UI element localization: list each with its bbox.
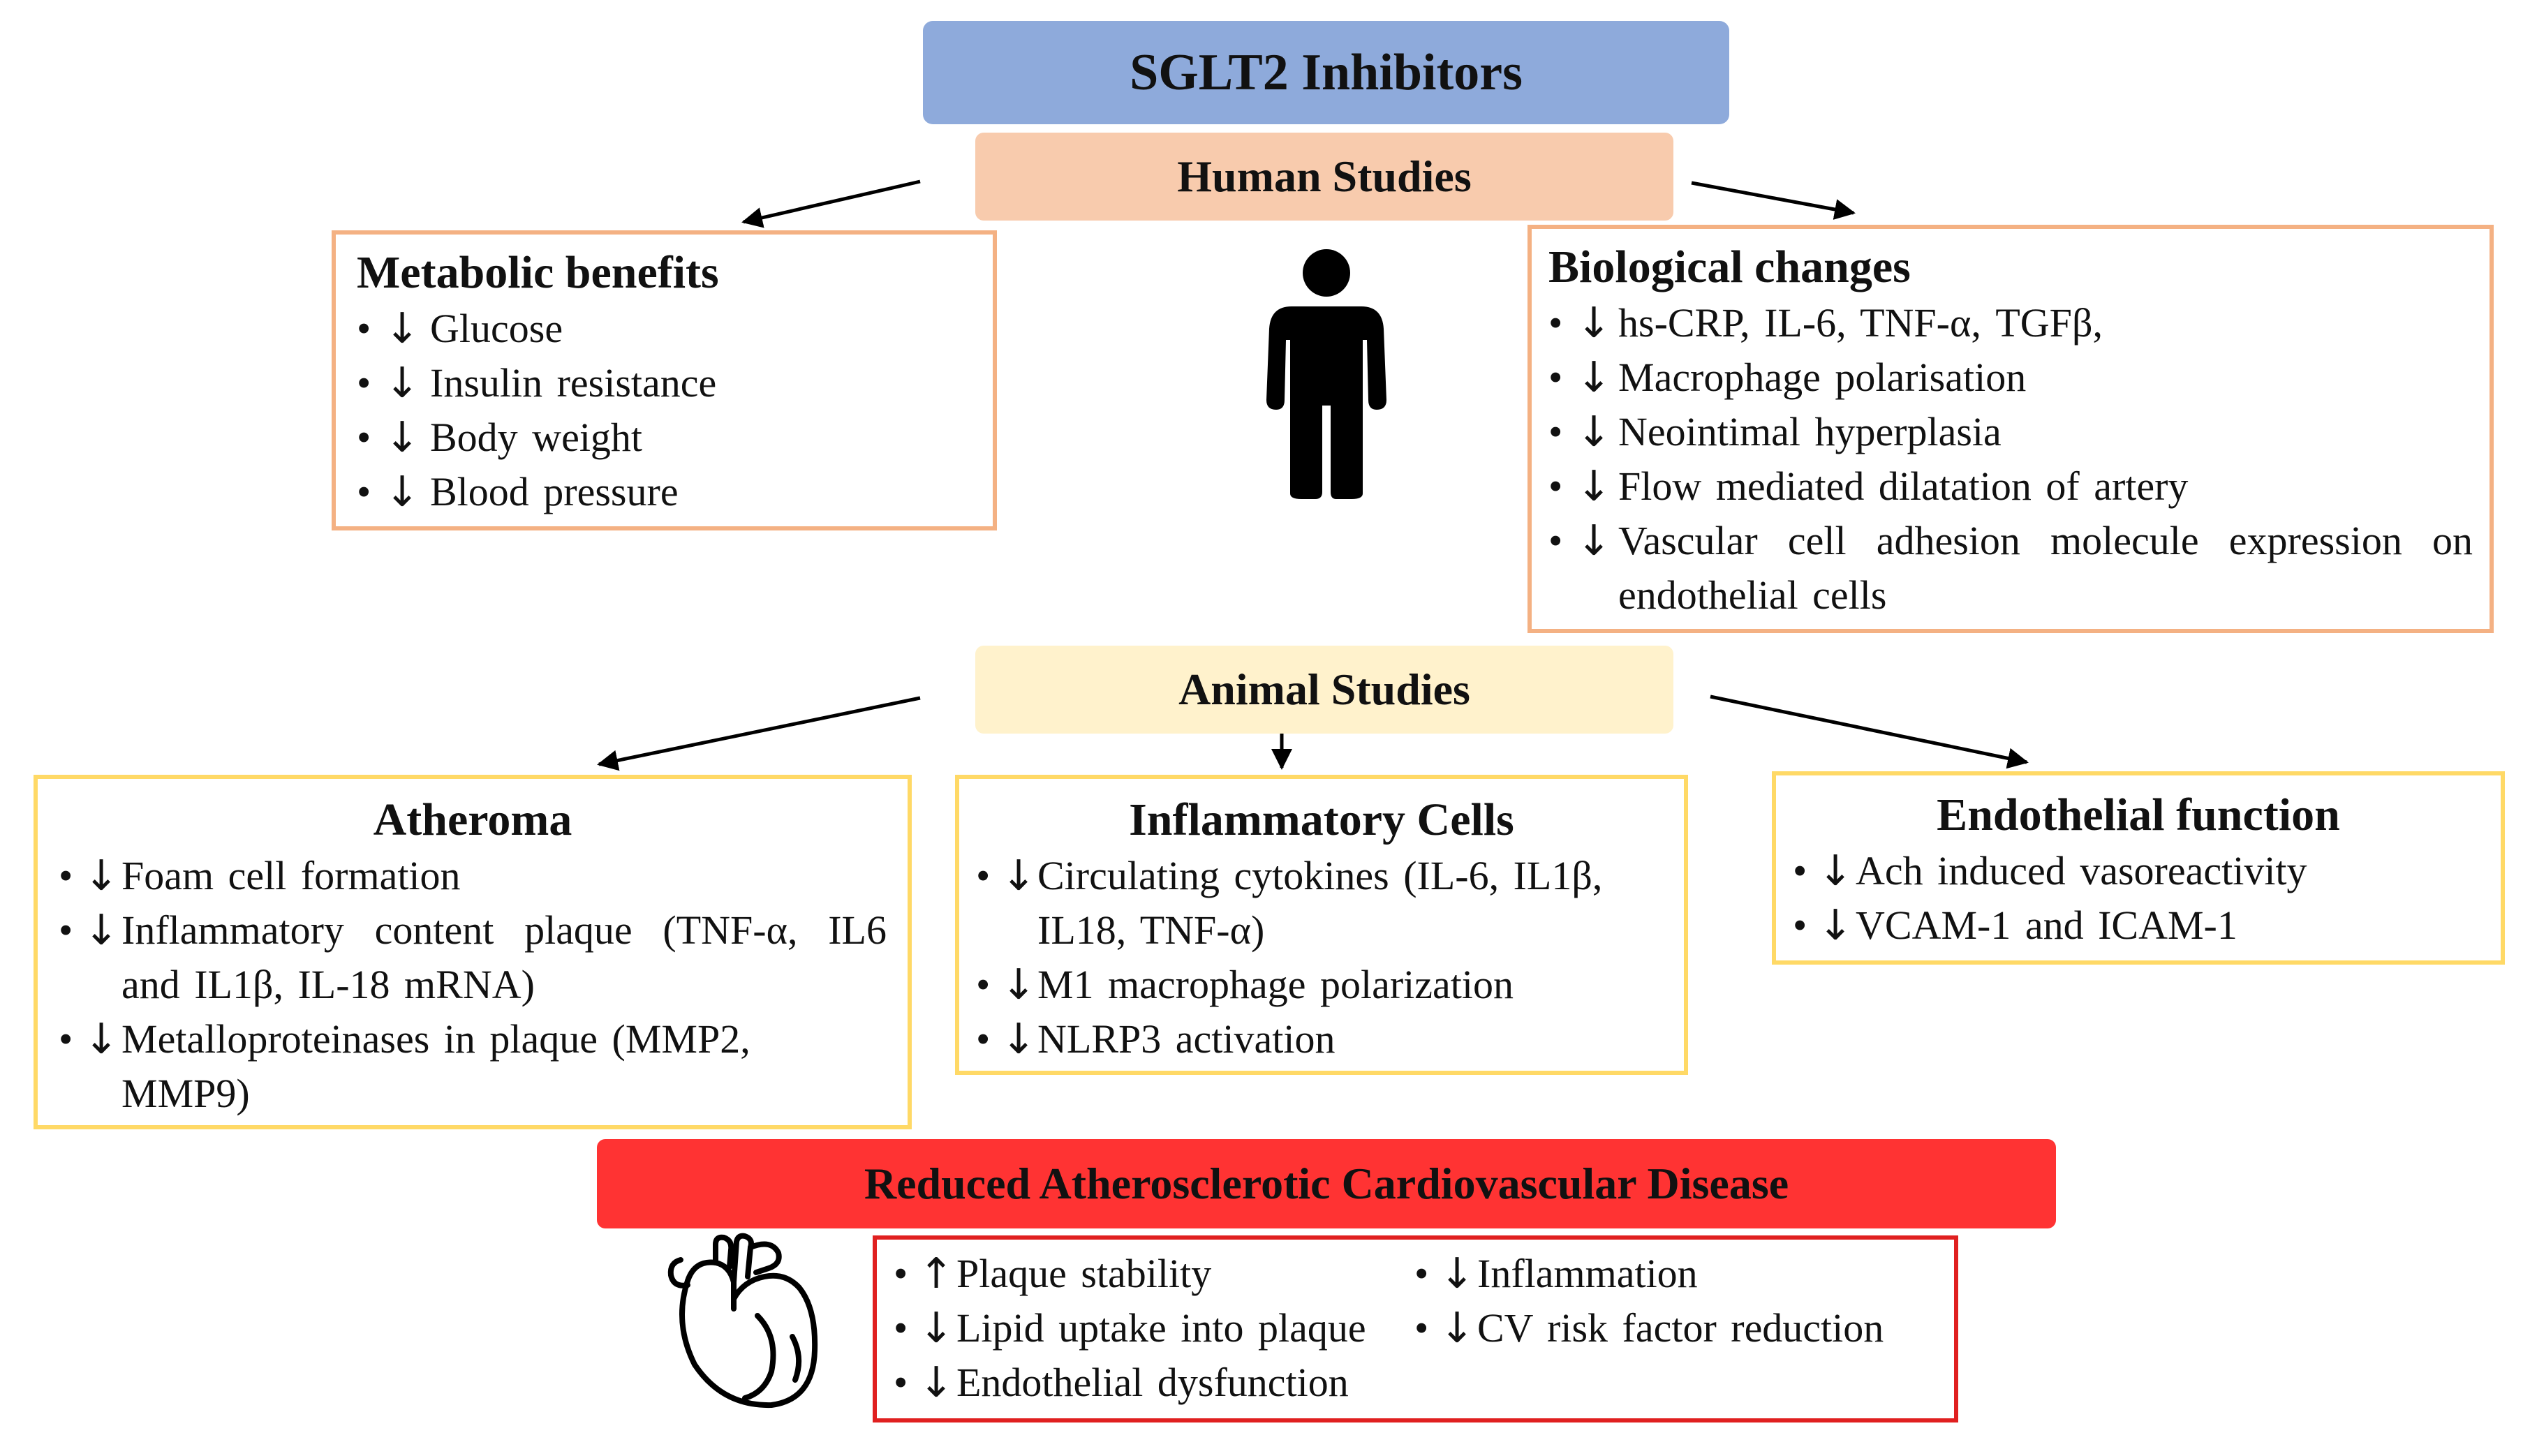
arrow-to-atheroma [597,696,921,771]
list-item: •↓M1 macrophage polarization [976,960,1514,1009]
list-item: •↓Metalloproteinases in plaque (MMP2, MM… [59,1015,750,1116]
list-item: •↓Inflammatory content plaque (TNF-α, IL… [59,906,887,1007]
animal-studies-banner: Animal Studies [975,646,1673,734]
list-item: •↓Glucose [357,304,563,353]
metabolic-benefits-list: •↓Glucose •↓Insulin resistance •↓Body we… [357,302,979,519]
metabolic-benefits-title: Metabolic benefits [357,247,719,298]
title-text: SGLT2 Inhibitors [1130,43,1523,101]
animal-studies-label: Animal Studies [1178,664,1470,714]
metabolic-benefits-box: Metabolic benefits •↓Glucose •↓Insulin r… [332,230,997,530]
list-item: •↓VCAM-1 and ICAM-1 [1793,901,2237,950]
endothelial-function-box: Endothelial function •↓Ach induced vasor… [1772,771,2505,965]
outcome-left-list: •↑Plaque stability •↓Lipid uptake into p… [894,1247,1431,1410]
list-item: •↓Inflammation [1414,1249,1698,1298]
arrow-to-metabolic [741,179,921,228]
list-item: •↓Vascular cell adhesion molecule expres… [1548,517,2473,618]
person-icon [1266,249,1386,499]
list-item: •↑Plaque stability [894,1249,1212,1298]
biological-changes-list: •↓hs-CRP, IL-6, TNF-α, TGFβ, •↓Macrophag… [1548,296,2473,623]
inflammatory-cells-title: Inflammatory Cells [1129,794,1514,845]
arrow-to-endothelial [1710,694,2029,769]
list-item: •↓Flow mediated dilatation of artery [1548,462,2189,511]
outcome-details-box: •↑Plaque stability •↓Lipid uptake into p… [873,1235,1958,1422]
atheroma-box: Atheroma •↓Foam cell formation •↓Inflamm… [34,775,912,1129]
heart-icon [667,1233,818,1409]
list-item: •↓CV risk factor reduction [1414,1304,1884,1353]
biological-changes-box: Biological changes •↓hs-CRP, IL-6, TNF-α… [1527,225,2494,633]
list-item: •↓Ach induced vasoreactivity [1793,847,2307,896]
list-item: •↓Blood pressure [357,468,679,517]
atheroma-title: Atheroma [373,794,572,845]
list-item: •↓Body weight [357,413,643,462]
human-studies-label: Human Studies [1177,151,1472,201]
atheroma-list: •↓Foam cell formation •↓Inflammatory con… [59,849,887,1121]
list-item: •↓Lipid uptake into plaque [894,1304,1366,1353]
list-item: •↓Insulin resistance [357,359,717,408]
list-item: •↓Macrophage polarisation [1548,353,2027,402]
list-item: •↓hs-CRP, IL-6, TNF-α, TGFβ, [1548,299,2103,348]
list-item: •↓NLRP3 activation [976,1015,1336,1064]
list-item: •↓Circulating cytokines (IL-6, IL1β, IL1… [976,852,1603,953]
arrow-to-biological [1691,181,1856,220]
outcome-banner: Reduced Atherosclerotic Cardiovascular D… [597,1139,2056,1228]
list-item: •↓Neointimal hyperplasia [1548,408,2002,456]
outcome-title: Reduced Atherosclerotic Cardiovascular D… [864,1159,1789,1208]
outcome-right-list: •↓Inflammation •↓CV risk factor reductio… [1414,1247,1945,1355]
endothelial-function-title: Endothelial function [1937,789,2340,840]
inflammatory-cells-box: Inflammatory Cells •↓Circulating cytokin… [955,775,1688,1075]
human-studies-banner: Human Studies [975,133,1673,221]
list-item: •↓Endothelial dysfunction [894,1358,1349,1407]
endothelial-function-list: •↓Ach induced vasoreactivity •↓VCAM-1 an… [1793,844,2484,953]
list-item: •↓Foam cell formation [59,852,461,900]
inflammatory-cells-list: •↓Circulating cytokines (IL-6, IL1β, IL1… [976,849,1667,1067]
biological-changes-title: Biological changes [1548,242,1911,292]
title-banner: SGLT2 Inhibitors [923,21,1729,124]
